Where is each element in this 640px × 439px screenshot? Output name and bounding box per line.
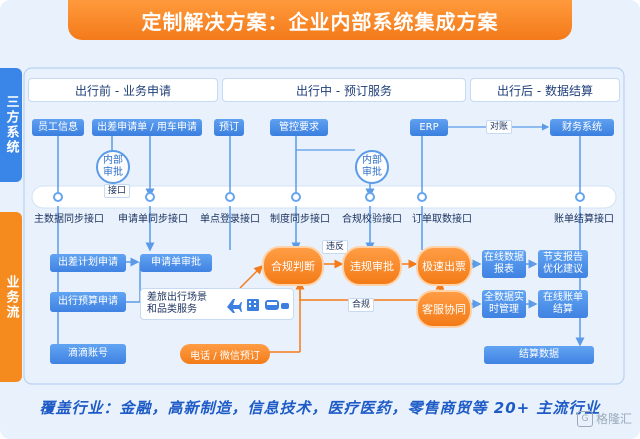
flow-application-approval: 申请单审批	[140, 254, 212, 272]
flow-didi-account: 滴滴账号	[50, 344, 126, 364]
interface-node	[53, 192, 63, 202]
system-control-requirements: 管控要求	[270, 119, 328, 136]
savings-report: 节支报告 优化建议	[538, 250, 588, 278]
hotel-icon	[247, 299, 259, 311]
interface-sso: 单点登录接口	[200, 214, 260, 225]
side-label-business-flow: 业务流	[0, 212, 22, 382]
scenario-label: 差旅出行场景 和品类服务	[147, 292, 207, 315]
watermark: G 格隆汇	[576, 410, 632, 427]
system-booking: 预订	[214, 119, 244, 136]
interface-order-fetch: 订单取数接口	[412, 214, 472, 225]
interface-compliance-check: 合规校验接口	[342, 214, 402, 225]
watermark-logo-icon: G	[576, 410, 593, 427]
system-finance: 财务系统	[550, 119, 614, 136]
customer-service: 客服协同	[416, 290, 472, 328]
flow-budget-request: 出行预算申请	[50, 292, 126, 312]
interface-tag: 接口	[104, 184, 131, 198]
interface-node	[417, 192, 427, 202]
interface-node	[225, 192, 235, 202]
interface-bill-settlement: 账单结算接口	[554, 214, 614, 225]
online-data-report: 在线数据 报表	[482, 250, 526, 278]
system-employee-info: 员工信息	[32, 119, 84, 136]
compliance-judgment: 合规判断	[262, 246, 324, 286]
flow-travel-plan-request: 出差计划申请	[50, 254, 126, 272]
compliant-tag: 合规	[348, 298, 375, 312]
page-title: 定制解决方案：企业内部系统集成方案	[68, 0, 572, 40]
violation-tag: 违反	[322, 240, 349, 254]
phase-during-trip: 出行中 - 预订服务	[222, 78, 466, 102]
reconcile-tag: 对账	[486, 120, 513, 134]
plane-icon	[227, 299, 242, 313]
scenario-box: 差旅出行场景 和品类服务	[140, 288, 294, 320]
interface-policy-sync: 制度同步接口	[270, 214, 330, 225]
system-travel-application: 出差申请单 / 用车申请	[92, 119, 202, 136]
side-label-third-party: 三方系统	[0, 68, 22, 182]
interface-node	[145, 192, 155, 202]
interface-node	[291, 192, 301, 202]
car-icon	[281, 303, 289, 309]
violation-approval: 违规审批	[342, 246, 402, 286]
interface-node	[365, 192, 375, 202]
settlement-data: 结算数据	[484, 346, 594, 364]
phase-before-trip: 出行前 - 业务申请	[28, 78, 218, 102]
industry-coverage-footer: 覆盖行业：金融，高新制造，信息技术，医疗医药，零售商贸等 20+ 主流行业	[39, 398, 601, 417]
phase-after-trip: 出行后 - 数据结算	[470, 78, 620, 102]
watermark-text: 格隆汇	[595, 412, 632, 426]
online-bill-settlement: 在线账单 结算	[538, 290, 588, 318]
system-erp: ERP	[410, 119, 448, 136]
phone-wechat-booking: 电话 / 微信预订	[180, 344, 270, 364]
internal-approval-2: 内部 审批	[355, 150, 389, 184]
transport-icons	[227, 299, 289, 313]
internal-approval-1: 内部 审批	[96, 150, 130, 184]
fast-ticketing: 极速出票	[416, 246, 472, 286]
interface-node	[575, 192, 585, 202]
interface-application-sync: 申请单同步接口	[118, 214, 188, 225]
interface-master-data-sync: 主数据同步接口	[34, 214, 104, 225]
realtime-data-management: 全数据实 时管理	[482, 290, 526, 318]
